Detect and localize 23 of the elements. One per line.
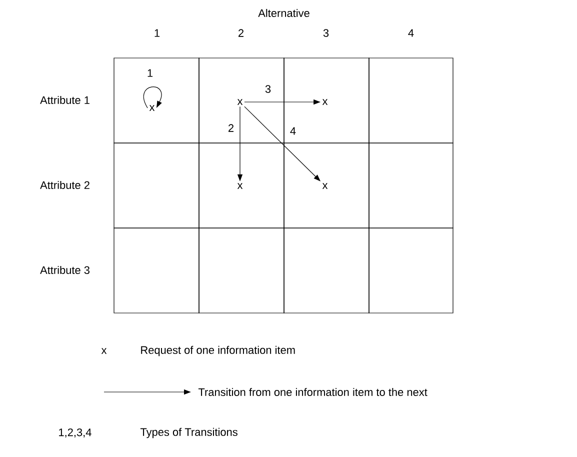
request-mark: x bbox=[237, 99, 243, 105]
legend-text: Request of one information item bbox=[141, 346, 295, 356]
edge-label: 3 bbox=[265, 85, 271, 93]
column-number: 3 bbox=[323, 29, 329, 37]
legend-symbol: x bbox=[101, 348, 107, 354]
request-mark: x bbox=[237, 183, 243, 189]
legend-text: Transition from one information item to the next bbox=[198, 388, 428, 396]
request-mark: x bbox=[322, 99, 328, 105]
row-label: Attribute 1 bbox=[40, 96, 90, 104]
legend-text: Types of Transitions bbox=[140, 428, 238, 438]
edge-label: 2 bbox=[228, 124, 234, 132]
transition-arrow bbox=[143, 86, 162, 108]
row-label: Attribute 3 bbox=[40, 266, 90, 274]
edge-label: 4 bbox=[290, 127, 296, 135]
column-number: 2 bbox=[238, 29, 244, 37]
column-number: 4 bbox=[408, 29, 414, 37]
request-mark: x bbox=[322, 183, 328, 189]
axis-title: Alternative bbox=[258, 8, 310, 18]
request-mark: x bbox=[149, 105, 155, 111]
row-label: Attribute 2 bbox=[40, 180, 90, 190]
column-number: 1 bbox=[154, 29, 160, 37]
edge-label: 1 bbox=[148, 69, 153, 77]
legend-symbol: 1,2,3,4 bbox=[59, 428, 92, 438]
